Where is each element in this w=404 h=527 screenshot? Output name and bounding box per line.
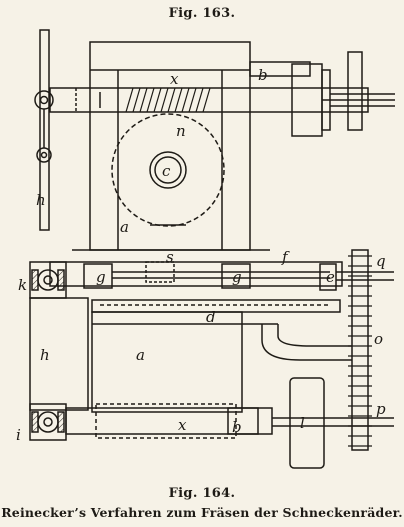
fig164-label-x: x <box>178 416 187 434</box>
caption: Reinecker’s Verfahren zum Fräsen der Sch… <box>1 505 403 520</box>
fig164-label-s: s <box>166 248 174 266</box>
fig164-label-g-left: g <box>96 268 106 286</box>
fig164-label-o: o <box>374 330 383 348</box>
fig164-label-e: e <box>326 268 335 286</box>
fig163-label-h: h <box>36 191 46 209</box>
fig163-worm <box>125 87 211 113</box>
fig164-top-rail <box>49 261 343 287</box>
fig163-lever <box>39 29 50 231</box>
fig163-worm-wheel <box>111 113 225 227</box>
fig164-clamp-k <box>29 261 67 299</box>
fig163-label-c: c <box>162 162 171 180</box>
fig163-label-x: x <box>170 70 179 88</box>
fig-164-title: Fig. 164. <box>168 486 236 501</box>
fig164-label-p: p <box>376 400 386 418</box>
fig164-label-l: l <box>300 414 305 432</box>
fig-163-drawing <box>34 29 395 251</box>
fig-164-drawing <box>29 249 394 469</box>
fig164-label-f: f <box>281 248 290 266</box>
fig164-column-h <box>29 297 89 411</box>
fig-163-title: Fig. 163. <box>168 6 236 21</box>
fig164-label-a: a <box>136 346 145 364</box>
fig164-body-a <box>91 311 243 413</box>
fig164-bottom-shaft <box>65 407 273 435</box>
fig164-label-d: d <box>206 308 216 326</box>
fig164-label-b: b <box>232 418 242 436</box>
fig164-label-k: k <box>18 276 27 294</box>
fig163-label-a: a <box>120 218 129 236</box>
fig163-label-b: b <box>258 66 268 84</box>
fig163-pulley <box>291 63 323 137</box>
fig164-label-h: h <box>40 346 50 364</box>
fig164-gear-teeth <box>348 255 372 447</box>
fig164-label-q: q <box>376 252 386 270</box>
fig164-gear <box>351 249 369 451</box>
fig163-label-n: n <box>176 122 186 140</box>
fig164-pulley-l <box>289 377 325 469</box>
fig164-label-g-right: g <box>232 268 242 286</box>
fig164-label-i: i <box>16 426 21 444</box>
